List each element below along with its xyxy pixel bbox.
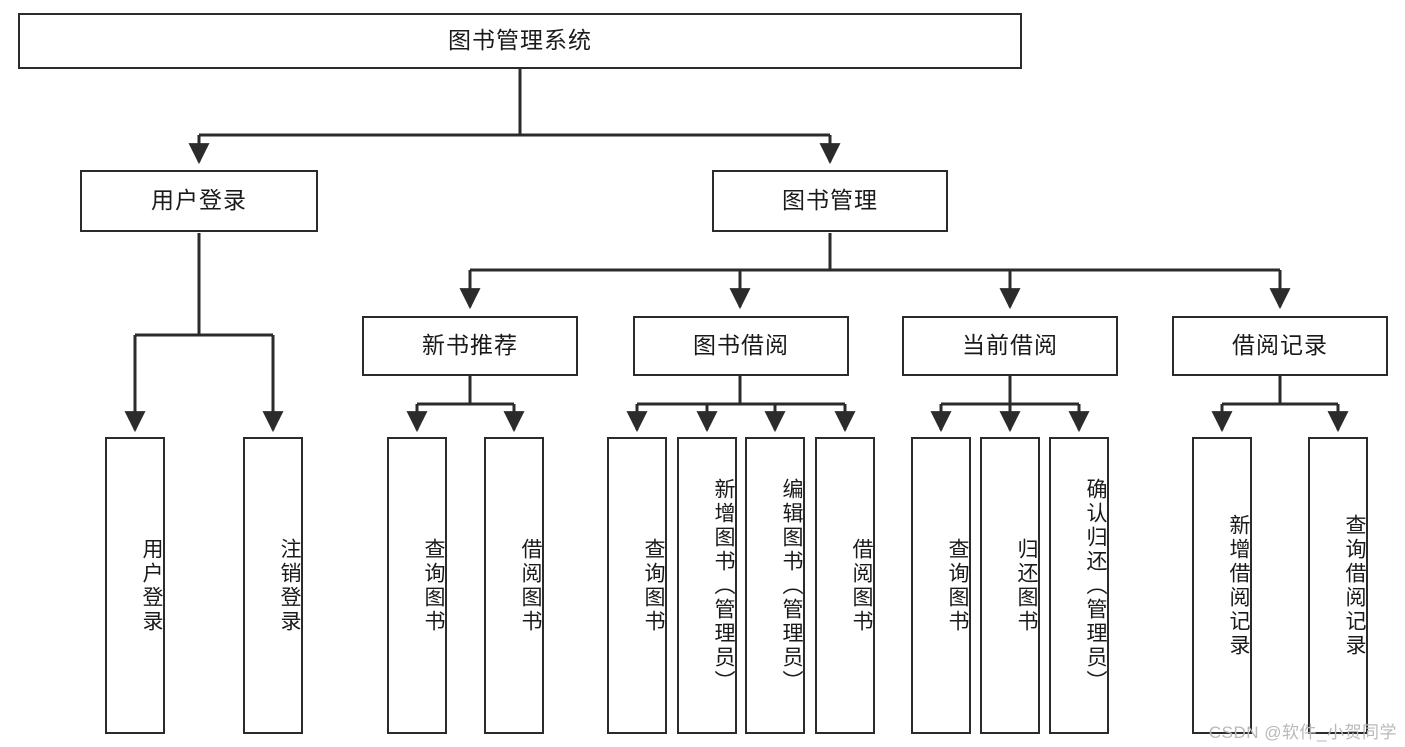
node-root-system[interactable]: 图书管理系统 [18, 13, 1022, 69]
node-label: 注销登录 [278, 537, 301, 634]
node-label: 借阅记录 [1232, 332, 1328, 359]
node-leaf-query-borrow-record[interactable]: 查询借阅记录 [1308, 437, 1368, 734]
node-leaf-borrow-book[interactable]: 借阅图书 [815, 437, 875, 734]
node-leaf-edit-book-admin[interactable]: 编辑图书（管理员） [745, 437, 805, 734]
node-leaf-query-book-borrow[interactable]: 查询图书 [607, 437, 667, 734]
node-label: 图书管理系统 [448, 27, 592, 54]
node-leaf-return-book[interactable]: 归还图书 [980, 437, 1040, 734]
node-label: 确认归还（管理员） [1084, 477, 1107, 694]
node-label: 查询借阅记录 [1343, 513, 1366, 658]
node-leaf-query-book-current[interactable]: 查询图书 [911, 437, 971, 734]
node-label: 编辑图书（管理员） [780, 477, 803, 694]
node-label: 图书借阅 [693, 332, 789, 359]
node-label: 新书推荐 [422, 332, 518, 359]
node-user-login[interactable]: 用户登录 [80, 170, 318, 232]
node-leaf-logout[interactable]: 注销登录 [243, 437, 303, 734]
node-label: 查询图书 [422, 537, 445, 634]
node-label: 查询图书 [642, 537, 665, 634]
node-label: 用户登录 [140, 537, 163, 634]
node-label: 图书管理 [782, 187, 878, 214]
csdn-watermark: CSDN @软件_小贺同学 [1208, 723, 1397, 742]
node-label: 新增借阅记录 [1227, 513, 1250, 658]
node-book-management[interactable]: 图书管理 [712, 170, 948, 232]
node-leaf-user-login[interactable]: 用户登录 [105, 437, 165, 734]
node-leaf-query-book-new[interactable]: 查询图书 [387, 437, 447, 734]
node-leaf-confirm-return-admin[interactable]: 确认归还（管理员） [1049, 437, 1109, 734]
node-borrow-record[interactable]: 借阅记录 [1172, 316, 1388, 376]
node-label: 借阅图书 [850, 537, 873, 634]
node-book-borrow[interactable]: 图书借阅 [633, 316, 849, 376]
node-label: 新增图书（管理员） [712, 477, 735, 694]
node-leaf-add-book-admin[interactable]: 新增图书（管理员） [677, 437, 737, 734]
node-leaf-add-borrow-record[interactable]: 新增借阅记录 [1192, 437, 1252, 734]
node-label: 用户登录 [151, 187, 247, 214]
node-label: 归还图书 [1015, 537, 1038, 634]
node-leaf-borrow-book-new[interactable]: 借阅图书 [484, 437, 544, 734]
node-new-book-recommend[interactable]: 新书推荐 [362, 316, 578, 376]
node-label: 当前借阅 [962, 332, 1058, 359]
node-label: 查询图书 [946, 537, 969, 634]
node-label: 借阅图书 [519, 537, 542, 634]
node-current-borrow[interactable]: 当前借阅 [902, 316, 1118, 376]
